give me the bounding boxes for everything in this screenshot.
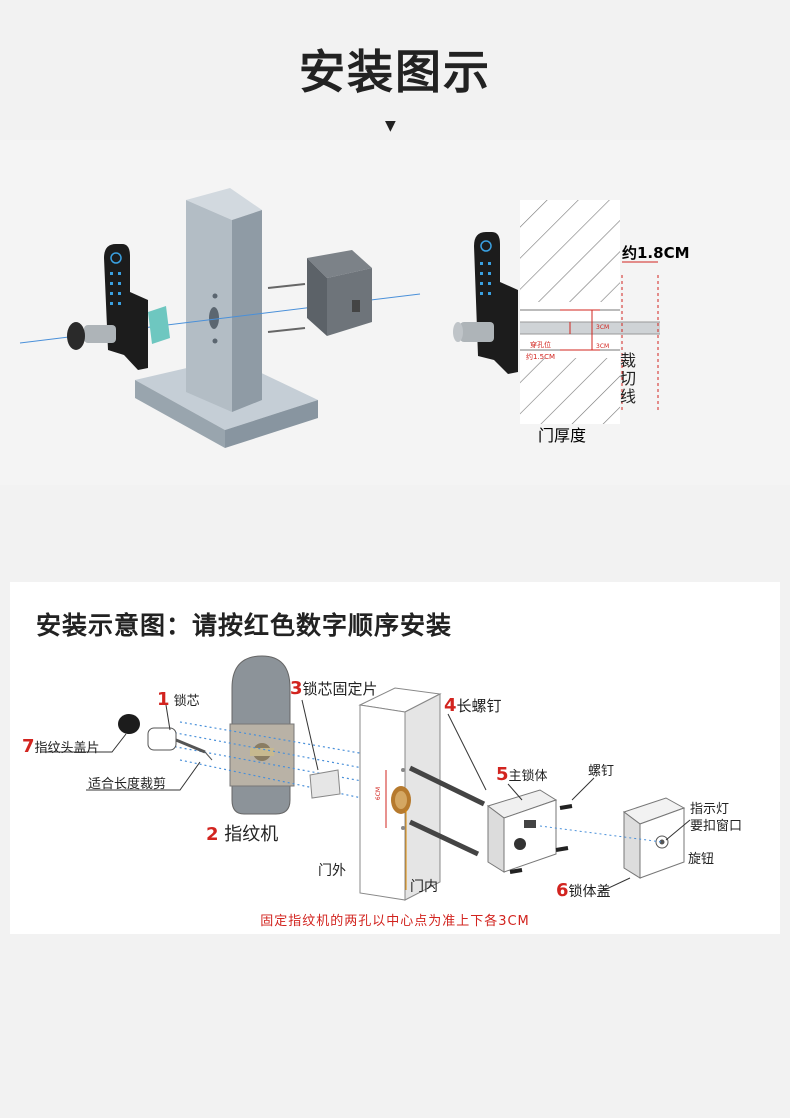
fingerprint-unit-back [229, 655, 295, 815]
install-steps-diagram [40, 655, 691, 901]
main-lock-body-model [307, 250, 372, 336]
label-knob: 旋钮 [688, 852, 715, 867]
label-indicator-window: 要扣窗口 [690, 819, 743, 834]
label-screw: 螺钉 [588, 764, 615, 779]
fixing-plate-model [309, 769, 341, 799]
label-indicator-light: 指示灯 [690, 802, 730, 817]
step-4-label: 4长螺钉 [444, 695, 502, 716]
lock-cylinder-model [147, 727, 213, 761]
down-arrow-icon: ▼ [385, 118, 396, 134]
label-trim-length: 适合长度裁剪 [88, 777, 167, 792]
label-hole-size: 约1.5CM [526, 352, 555, 361]
step-5-label: 5主锁体 [496, 764, 548, 785]
label-3cm-bottom: 3CM [596, 343, 609, 350]
small-screws-model [509, 804, 573, 874]
long-screws-model [408, 765, 486, 857]
lock-plate-model [148, 306, 170, 344]
door-model-slab [186, 188, 262, 412]
label-3cm-top: 3CM [596, 324, 609, 331]
step-3-label: 3锁芯固定片 [290, 678, 378, 699]
lock-cover-model [622, 797, 686, 879]
label-door-inside: 门内 [410, 879, 438, 895]
label-door-outside: 门外 [318, 863, 346, 879]
fingerprint-lock-side-model [453, 232, 518, 374]
cover-disc-model [118, 714, 140, 734]
label-door-thickness: 门厚度 [538, 426, 586, 445]
label-cut-line: 裁切线 [620, 351, 637, 406]
install-note: 固定指纹机的两孔以中心点为准上下各3CM [260, 914, 530, 929]
door-model-2 [358, 687, 442, 901]
section-title: 安装示意图：请按红色数字顺序安装 [36, 611, 453, 640]
door-cross-section [520, 200, 660, 424]
step-1-label: 1 锁芯 [157, 689, 200, 710]
main-lock-body-model-2 [486, 789, 558, 873]
page-title: 安装图示 [299, 45, 491, 99]
step-6-label: 6锁体盖 [556, 880, 611, 901]
step-2-label: 2 指纹机 [206, 824, 279, 845]
install-diagram-top: 约1.8CM 3CM 3CM 穿孔位 约1.5CM 门厚度 [0, 140, 790, 485]
label-6cm: 6CM [375, 786, 383, 801]
fingerprint-lock-model [67, 244, 148, 370]
label-hole-position: 穿孔位 [530, 340, 551, 349]
leader-lines [40, 699, 691, 893]
label-1-8cm: 约1.8CM [622, 244, 690, 262]
step-7-label: 7指纹头盖片 [22, 736, 100, 757]
